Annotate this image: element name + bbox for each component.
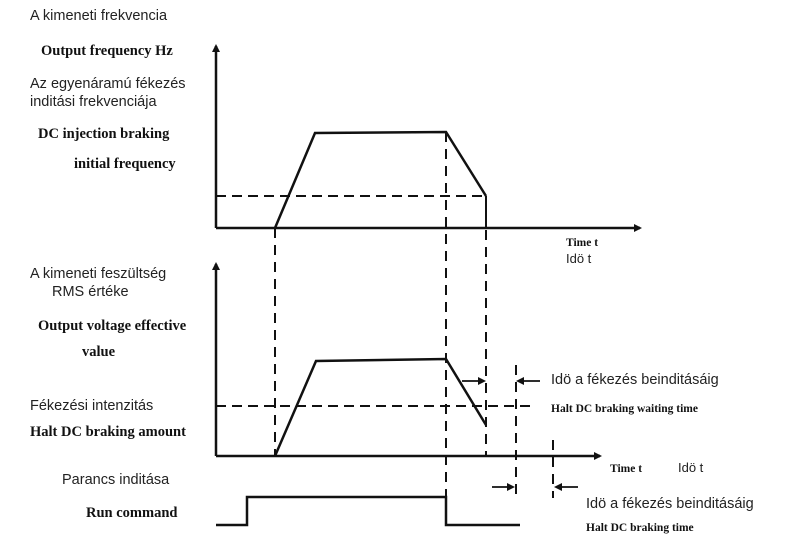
braking-time-label-en: Halt DC braking time — [586, 522, 694, 534]
run-command-label-hu: Parancs inditása — [62, 472, 170, 488]
time-axis-label-hu-mid: Idö t — [678, 460, 704, 475]
frequency-curve — [273, 130, 488, 229]
output-voltage-label-hu-line1: A kimeneti feszültség — [30, 266, 167, 282]
braking-time-label-hu: Idö a fékezés beinditásáig — [586, 496, 754, 512]
braking-intensity-label-hu: Fékezési intenzitás — [30, 398, 154, 414]
braking-start-label-en-line1: DC injection braking — [38, 126, 170, 142]
braking-amount-label-en: Halt DC braking amount — [30, 424, 186, 440]
time-axis-label-en-top: Time t — [566, 237, 599, 249]
frequency-panel — [212, 44, 642, 232]
braking-start-label-hu-line2: inditási frekvenciája — [30, 94, 157, 110]
time-guides — [274, 132, 554, 525]
output-frequency-label-en: Output frequency Hz — [41, 43, 173, 59]
braking-start-label-en-line2: initial frequency — [74, 156, 176, 172]
output-voltage-label-en-line1: Output voltage effective — [38, 318, 187, 334]
output-frequency-label-hu: A kimeneti frekvencia — [30, 8, 168, 24]
voltage-panel — [212, 262, 602, 460]
voltage-curve — [273, 357, 488, 457]
time-axis-label-hu-top: Idö t — [566, 251, 592, 266]
waiting-time-label-en: Halt DC braking waiting time — [551, 403, 698, 415]
waiting-time-label-hu: Idö a fékezés beinditásáig — [551, 372, 719, 388]
output-voltage-label-en-line2: value — [82, 344, 116, 360]
run-command-label-en: Run command — [86, 505, 178, 521]
output-voltage-label-hu-line2: RMS értéke — [52, 284, 129, 300]
braking-start-label-hu-line1: Az egyenáramú fékezés — [30, 76, 186, 92]
time-axis-label-en-mid: Time t — [610, 463, 643, 475]
run-command-signal — [216, 495, 520, 527]
